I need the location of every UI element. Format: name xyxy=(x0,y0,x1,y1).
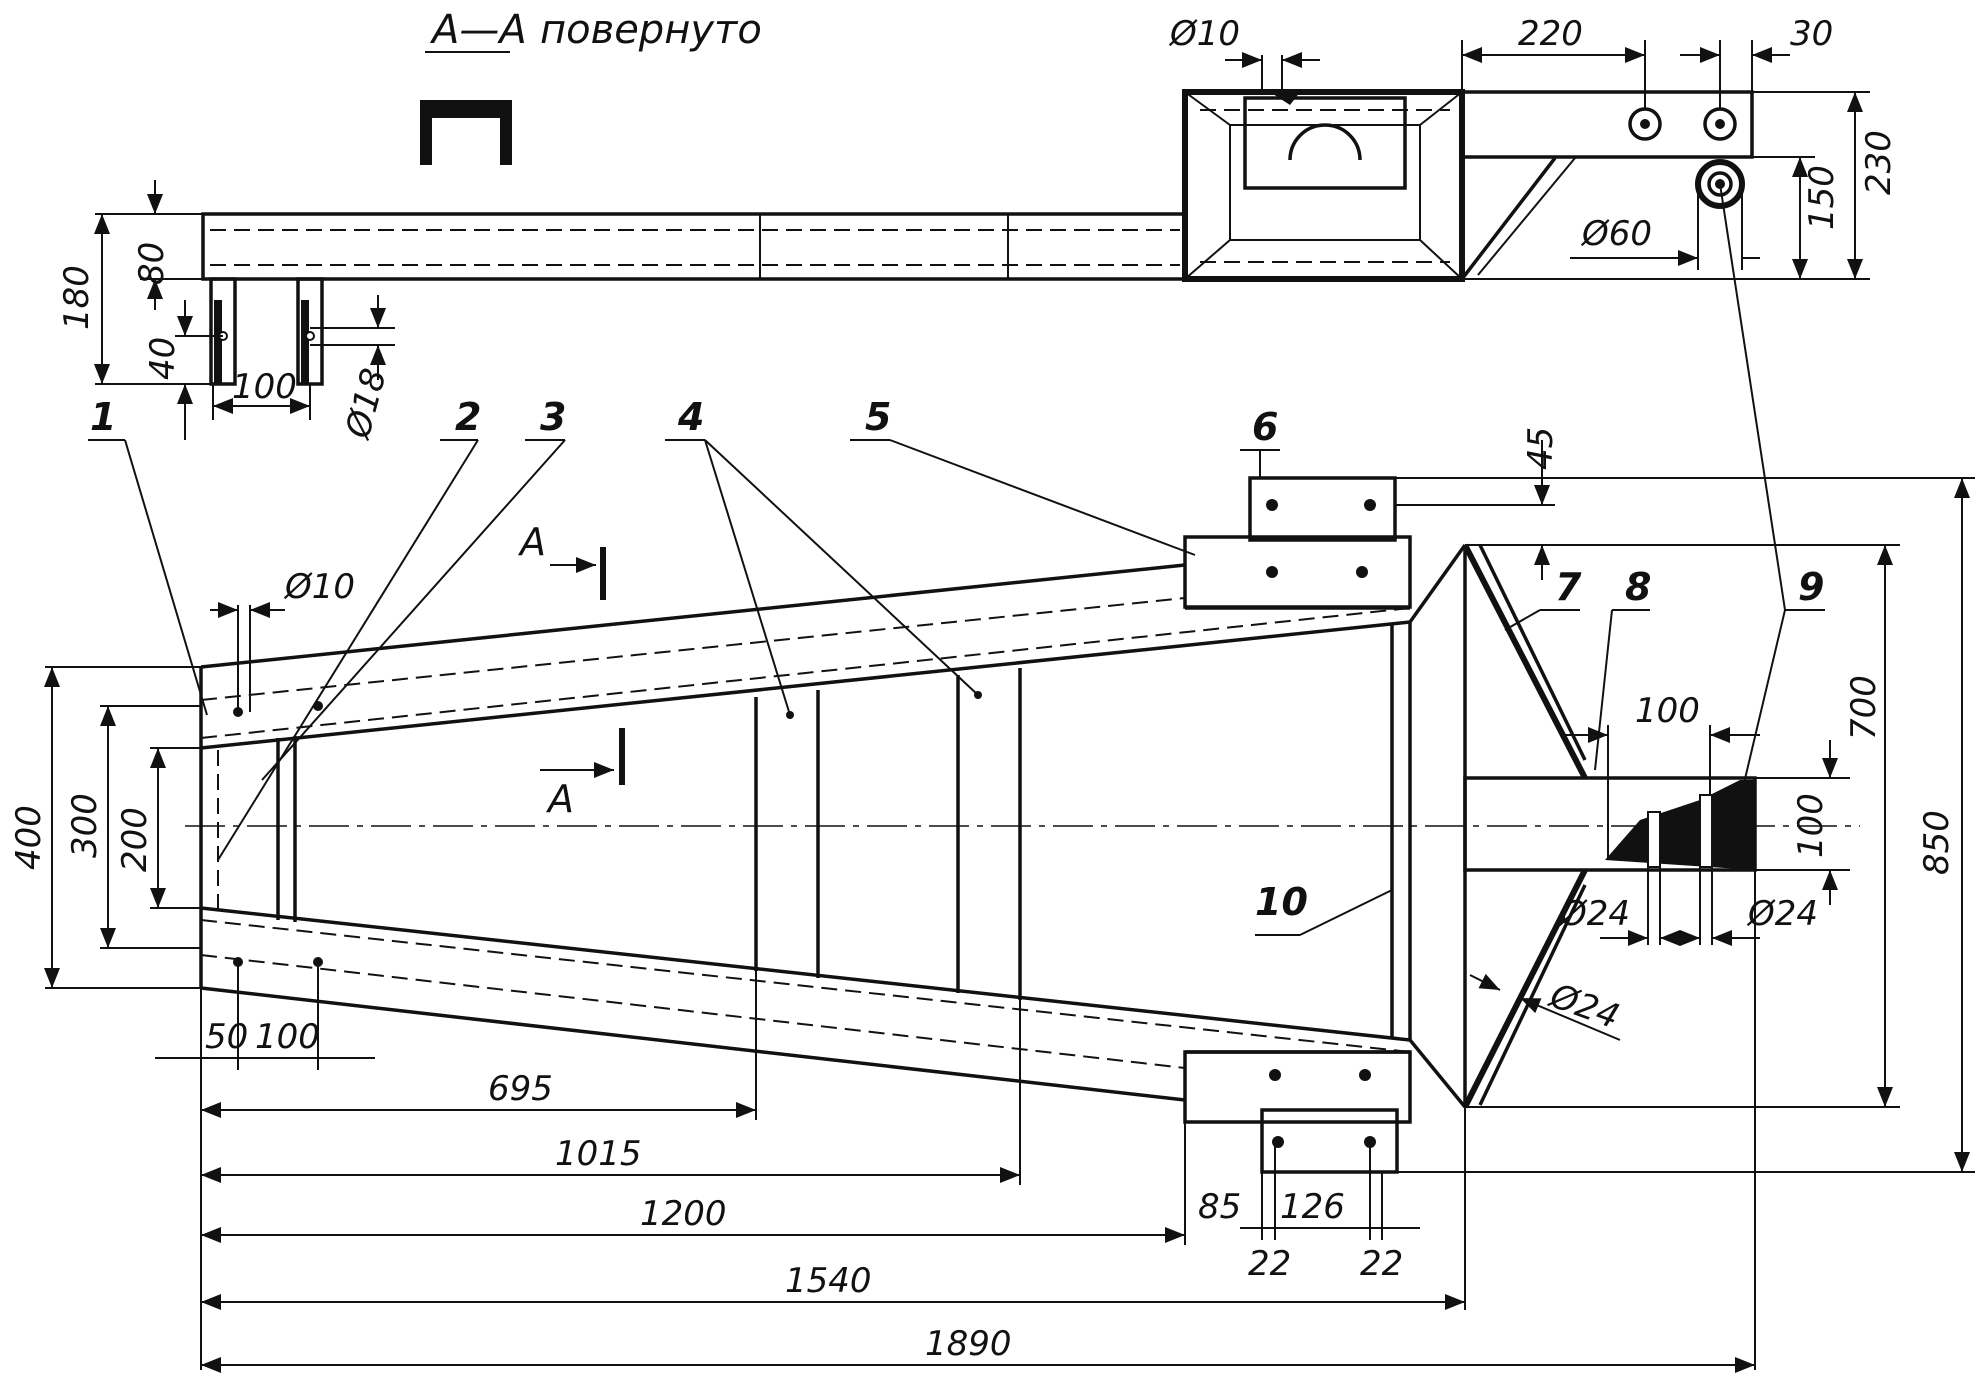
dim-side-d60: Ø60 xyxy=(1580,214,1652,254)
cross-members xyxy=(754,668,1022,1000)
channel-section-profile xyxy=(420,100,512,165)
section-aa-label: А—А xyxy=(429,7,527,53)
dim-plan-100-vert: 100 xyxy=(1791,793,1831,858)
side-beam xyxy=(201,212,1187,281)
part-10: 10 xyxy=(1255,880,1308,924)
dim-plan-1200: 1200 xyxy=(640,1194,727,1234)
plan-view: А А 1 2 3 4 5 6 7 xyxy=(9,183,1975,1373)
part-7: 7 xyxy=(1555,565,1582,609)
dim-plan-22a: 22 xyxy=(1248,1244,1291,1284)
dim-side-40: 40 xyxy=(143,337,183,380)
section-aa-note: повернуто xyxy=(540,7,762,53)
dim-plan-22b: 22 xyxy=(1360,1244,1403,1284)
dim-plan-d10: Ø10 xyxy=(283,567,355,607)
dim-plan-100b: 100 xyxy=(1635,691,1700,731)
part-2: 2 xyxy=(455,395,481,439)
dim-plan-100: 100 xyxy=(255,1017,320,1057)
dim-plan-700: 700 xyxy=(1844,675,1884,740)
section-marks: А А xyxy=(517,520,625,821)
dim-side-180: 180 xyxy=(57,265,97,330)
plan-dimensions: Ø10 400 300 200 50 100 695 xyxy=(9,427,1975,1373)
part-callouts: 1 2 3 4 5 6 7 8 9 xyxy=(88,183,1825,936)
dim-side-30: 30 xyxy=(1790,14,1833,54)
part-5: 5 xyxy=(865,395,891,439)
dim-side-220: 220 xyxy=(1518,14,1583,54)
dim-plan-126: 126 xyxy=(1280,1187,1345,1227)
dim-plan-1540: 1540 xyxy=(785,1261,872,1301)
part-3: 3 xyxy=(540,395,566,439)
dim-plan-850: 850 xyxy=(1917,810,1957,875)
dim-plan-85: 85 xyxy=(1198,1187,1241,1227)
dim-side-100: 100 xyxy=(232,367,297,407)
dim-plan-1890: 1890 xyxy=(925,1324,1012,1364)
dim-side-150: 150 xyxy=(1802,165,1842,230)
dim-plan-d24a: Ø24 xyxy=(1558,894,1630,934)
part-4: 4 xyxy=(677,395,704,439)
side-view: Ø10 220 30 230 150 Ø60 xyxy=(57,14,1899,444)
dim-plan-45: 45 xyxy=(1521,427,1561,470)
part-1: 1 xyxy=(90,395,116,439)
dim-side-230: 230 xyxy=(1859,130,1899,195)
dim-plan-50: 50 xyxy=(205,1017,248,1057)
section-mark-upper: А xyxy=(517,520,546,564)
drawbar-eye-section xyxy=(1605,780,1755,870)
dim-plan-d24c: Ø24 xyxy=(1543,975,1624,1037)
section-aa: А—А повернуто xyxy=(420,7,762,165)
dim-plan-300: 300 xyxy=(65,793,105,858)
section-mark-lower: А xyxy=(545,777,574,821)
dim-side-d10: Ø10 xyxy=(1168,14,1240,54)
side-box xyxy=(1182,89,1465,282)
dim-plan-1015: 1015 xyxy=(555,1134,642,1174)
mounting-plates xyxy=(1183,476,1412,1174)
dim-plan-200: 200 xyxy=(115,807,155,872)
dim-plan-400: 400 xyxy=(9,805,49,870)
part-6: 6 xyxy=(1252,405,1278,449)
part-9: 9 xyxy=(1798,565,1824,609)
dim-plan-695: 695 xyxy=(488,1069,553,1109)
part-8: 8 xyxy=(1625,565,1651,609)
dim-side-d18: Ø18 xyxy=(338,364,395,444)
dim-plan-d24b: Ø24 xyxy=(1746,894,1818,934)
frame-rails xyxy=(199,563,1411,1102)
dim-side-80: 80 xyxy=(132,242,172,285)
drawbar xyxy=(1462,543,1757,1109)
